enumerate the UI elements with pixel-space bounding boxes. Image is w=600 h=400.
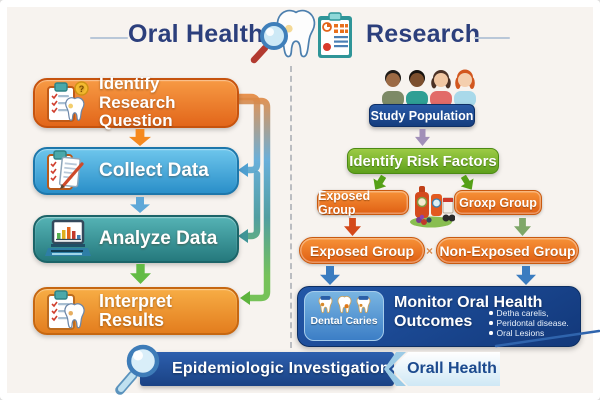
risk-factor-items-icon (410, 186, 455, 228)
header-right-divider (474, 37, 510, 39)
panel-divider (290, 66, 292, 348)
exposed-group-box-top: Exposed Group (317, 189, 409, 217)
flow-connector-lines (236, 93, 271, 305)
banner-tag-section: Orall Health (392, 352, 500, 386)
bullet-dot (489, 331, 493, 335)
step-label: Analyze Data (99, 227, 218, 249)
bullet-dot (489, 311, 493, 315)
study-population-people-icon (382, 69, 476, 107)
clipboard-tooth-icon (47, 290, 85, 330)
clipboard-tooth-question-icon: ? (47, 81, 89, 122)
group-separator: × (426, 244, 434, 258)
non-exposed-group-pill: Non-Exposed Group (436, 237, 579, 264)
down-arrow-orange (129, 129, 151, 146)
tooth-crown-icon (318, 295, 332, 314)
down-arrow-steelblue-left (320, 266, 340, 285)
identify-risk-factors-box: Identify Risk Factors (347, 148, 499, 174)
connector-arrowhead-analyze (238, 229, 248, 243)
banner-tag-label: Orall Health (407, 360, 497, 377)
tooth-crown-icon (356, 295, 370, 314)
down-arrow-steelblue-right (516, 266, 536, 285)
banner-label: Epidemiologic Investigation (172, 360, 390, 377)
outcome-bullet: Oral Lesions (489, 328, 577, 338)
bullet-text: Peridontal disease. (496, 318, 569, 329)
step-interpret-results: Interpret Results (33, 287, 239, 335)
down-arrow-blue (130, 197, 150, 213)
tooth-cavity-icon (337, 295, 351, 314)
step-label: Identify Research Question (99, 74, 176, 131)
magnifier-icon (250, 22, 288, 64)
outcome-bullet-list: Detha carelis, Peridontal disease. Oral … (489, 308, 577, 338)
dental-caries-teeth-icons (317, 295, 372, 314)
header-title-left: Oral Health (128, 20, 264, 48)
step-label: Collect Data (99, 159, 209, 181)
clipboard-pen-icon (47, 150, 84, 190)
group-box-top-right: Groxp Group (454, 190, 542, 215)
bullet-text: Detha carelis, (496, 308, 549, 318)
down-arrow-darkorange (344, 218, 361, 236)
monitor-title-line1: Monitor Oral Health (394, 294, 543, 311)
step-identify-research-question: ? Identify Research Question (33, 74, 239, 131)
dental-caries-label: Dental Caries (310, 315, 378, 327)
study-population-box: Study Population (369, 104, 475, 127)
step-collect-data: Collect Data (33, 147, 239, 195)
connector-arrowhead-interpret (240, 291, 250, 305)
question-glyph: ? (79, 84, 85, 94)
header-left-divider (90, 37, 128, 39)
down-arrow-purple (415, 129, 430, 146)
step-analyze-data: Analyze Data (33, 215, 239, 263)
exposed-group-pill: Exposed Group (299, 237, 425, 264)
down-arrow-green (130, 264, 151, 284)
laptop-chart-icon (45, 219, 91, 256)
down-arrow-sage (514, 218, 531, 236)
step-label: Interpret Results (99, 290, 173, 330)
decorative-line (494, 329, 600, 348)
footer-magnifier-icon (115, 344, 160, 395)
monitor-outcomes-box: Dental Caries Monitor Oral Health Outcom… (297, 286, 581, 347)
connector-arrowhead-collect (238, 163, 248, 177)
dental-caries-subbox: Dental Caries (304, 291, 384, 341)
footer-banner: Epidemiologic Investigation (140, 352, 394, 386)
bullet-dot (489, 321, 493, 325)
outcome-bullet: Detha carelis, (489, 308, 577, 318)
outcome-bullet: Peridontal disease. (489, 318, 577, 328)
monitor-title-line2: Outcomes (394, 313, 473, 330)
question-badge (74, 81, 89, 96)
header-title-right: Research (366, 20, 481, 48)
bullet-text: Oral Lesions (496, 328, 545, 339)
clipboard-icon (318, 12, 352, 58)
